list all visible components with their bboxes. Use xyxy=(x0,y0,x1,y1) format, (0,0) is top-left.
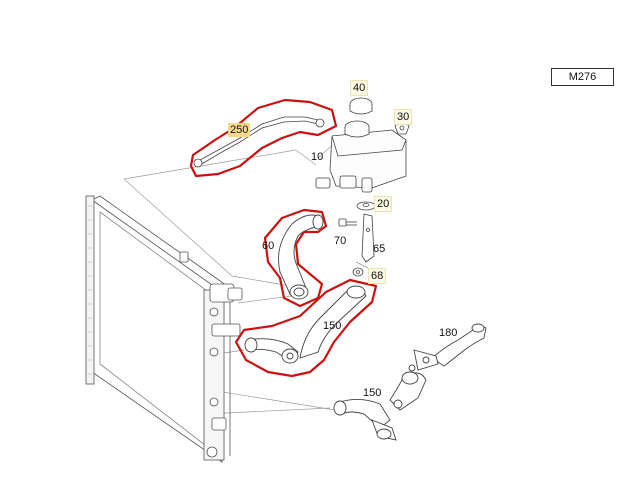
part-label-70[interactable]: 70 xyxy=(334,235,347,247)
radiator xyxy=(85,195,243,463)
part-label-68[interactable]: 68 xyxy=(368,268,387,284)
washer-part-20 xyxy=(356,201,376,211)
part-label-65[interactable]: 65 xyxy=(373,243,386,255)
highlight-outline-hose-60 xyxy=(263,208,328,308)
part-label-10[interactable]: 10 xyxy=(311,151,324,163)
hose-60 xyxy=(278,214,324,300)
part-label-150-upper[interactable]: 150 xyxy=(323,320,342,332)
part-label-250[interactable]: 250 xyxy=(228,123,251,137)
expansion-tank xyxy=(315,120,407,193)
part-label-30[interactable]: 30 xyxy=(394,109,413,125)
model-code-box: M276 xyxy=(551,68,614,86)
part-label-60[interactable]: 60 xyxy=(262,240,275,252)
highlight-outline-hose-150 xyxy=(234,278,378,378)
bracket-part-65 xyxy=(361,213,375,263)
part-label-180[interactable]: 180 xyxy=(439,327,458,339)
cap-part xyxy=(349,97,373,115)
highlight-outlines xyxy=(189,98,378,378)
part-label-40[interactable]: 40 xyxy=(350,80,369,96)
hose-180 xyxy=(408,323,487,372)
part-label-20[interactable]: 20 xyxy=(374,196,393,212)
part-label-150-lower[interactable]: 150 xyxy=(363,387,382,399)
clip-part-68 xyxy=(352,267,364,277)
bolt-part-70 xyxy=(338,218,357,227)
highlight-outline-hose-250 xyxy=(189,98,338,178)
hose-250 xyxy=(193,116,325,168)
hose-150-lower xyxy=(333,371,427,441)
hose-150-upper xyxy=(244,285,367,364)
